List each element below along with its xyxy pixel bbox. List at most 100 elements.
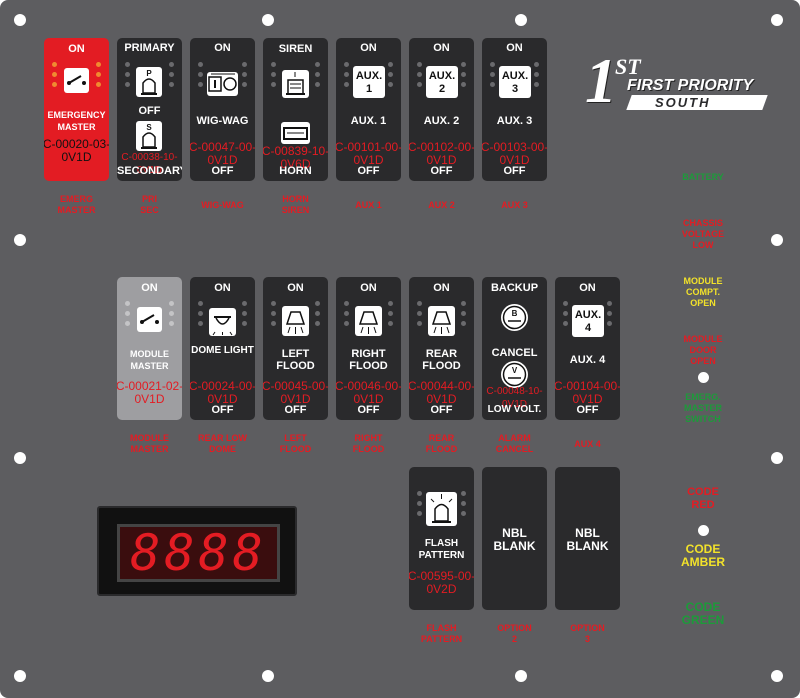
indicator-chassis-voltage-low: CHASSIS VOLTAGE LOW [681,218,725,250]
code-lamp [698,525,709,536]
module-master-switch[interactable]: ON MODULE MASTER C-00021-02-0V1D [117,277,182,420]
switch-name-label: AUX. 3 [496,115,533,127]
rear-flood-switch[interactable]: ON REAR FLOOD C-00044-00-0V1D OFF [409,277,474,420]
aux-2-switch[interactable]: ON AUX. 2 AUX. 2 C-00102-00-0V1D OFF [409,38,474,181]
emergency-master-switch[interactable]: ON EMERGENCY MASTER C-00020-03-0V1D [44,38,109,181]
right-flood-switch[interactable]: ON RIGHT FLOOD C-00046-00-0V1D OFF [336,277,401,420]
brand-one: 1 [585,45,617,116]
switch-bottom-label: OFF [211,165,234,177]
brand-line-1: FIRST PRIORITY [627,77,754,94]
switch-bottom-label: HORN [279,165,312,177]
switch-top-label: ON [360,282,377,294]
siren-icon [282,70,309,98]
switch-bottom-label: OFF [357,165,380,177]
switch-bottom-label: OFF [576,404,599,416]
switch-mid-label: OFF [138,105,161,117]
aux-badge-number: 3 [511,83,519,95]
switch-label-1: REAR [425,348,458,360]
mount-hole [771,670,783,682]
switch-bottom-label: OFF [503,165,526,177]
blank-switch-option-2: NBL BLANK [482,467,547,610]
aux-badge: AUX. 3 [499,66,531,98]
mount-hole [14,670,26,682]
part-number: C-00103-00-0V1D [482,140,547,167]
mount-hole [14,14,26,26]
switch-top-label: ON [360,42,377,54]
part-number: C-00101-00-0V1D [336,140,401,167]
switch-label-1: FLASH [424,538,459,549]
flood-light-icon [428,306,455,336]
aux-1-switch[interactable]: ON AUX. 1 AUX. 1 C-00101-00-0V1D OFF [336,38,401,181]
part-number: C-00047-00-0V1D [190,140,255,167]
digital-display-bezel: 8888 [97,506,297,596]
mount-hole [771,234,783,246]
dome-light-switch[interactable]: ON DOME LIGHT C-00024-00-0V1D OFF [190,277,255,420]
switch-label-1: CANCEL [491,347,538,359]
switch-bottom-label: SECONDARY [117,165,182,177]
part-number: C-00045-00-0V1D [263,379,328,406]
flash-pattern-switch[interactable]: FLASH PATTERN C-00595-00-0V2D [409,467,474,610]
wig-wag-icon [207,72,238,96]
switch-top-label: BACKUP [490,282,539,294]
siren-horn-switch[interactable]: SIREN C-00839-10-0V6D HORN [263,38,328,181]
switch-label-1: DOME LIGHT [191,345,254,356]
switch-name-label: AUX. 4 [569,354,606,366]
left-flood-switch[interactable]: ON LEFT FLOOD C-00045-00-0V1D OFF [263,277,328,420]
switch-bottom-label: OFF [430,404,453,416]
mount-hole [515,14,527,26]
aux-4-switch[interactable]: ON AUX. 4 AUX. 4 C-00104-00-0V1D OFF [555,277,620,420]
switch-name-label: AUX. 2 [423,115,460,127]
panel-label-aux-4: AUX 4 [574,439,601,449]
switch-label-2: FLOOD [422,360,461,372]
switch-label-1: LEFT [281,348,310,360]
panel-label-wig-wag: WIG-WAG [201,200,244,210]
svg-text:S: S [146,123,152,132]
indicator-text: BATTERY [682,172,724,182]
blank-label-1: NBL [575,526,600,540]
horn-icon [281,122,310,144]
brand-logo: 1 ST FIRST PRIORITY SOUTH [585,46,775,122]
switch-top-label: ON [579,282,596,294]
blank-label-1: NBL [502,526,527,540]
aux-badge: AUX. 4 [572,305,604,337]
beacon-icon [426,492,457,526]
mount-hole [771,452,783,464]
aux-3-switch[interactable]: ON AUX. 3 AUX. 3 C-00103-00-0V1D OFF [482,38,547,181]
switch-label-1: EMERGENCY [47,110,106,120]
blank-switch-option-3: NBL BLANK [555,467,620,610]
switch-top-label: ON [287,282,304,294]
wig-wag-switch[interactable]: ON WIG-WAG C-00047-00-0V1D OFF [190,38,255,181]
part-number: C-00048-10-0V1D [486,386,543,410]
aux-badge-number: 1 [365,83,373,95]
blank-label-2: BLANK [566,539,609,553]
aux-badge-text: AUX. [574,309,602,321]
mount-hole [515,670,527,682]
indicator-emerg-master-switch: EMERG. MASTER SWITCH [684,392,722,424]
secondary-beacon-icon: S [136,121,162,151]
part-number: C-00839-10-0V6D [263,144,328,171]
mount-hole [14,452,26,464]
switch-top-label: ON [214,42,231,54]
switch-bottom-label: OFF [357,404,380,416]
switch-bottom-label: OFF [430,165,453,177]
primary-secondary-switch[interactable]: PRIMARY P OFF S C-00038-10-0V1D SECONDAR… [117,38,182,181]
backup-alarm-icon: B [501,304,528,331]
aux-badge: AUX. 2 [426,66,458,98]
part-number: C-00595-00-0V2D [409,569,474,596]
switch-top-label: ON [433,282,450,294]
svg-text:P: P [146,69,152,78]
switch-mid-label: WIG-WAG [196,115,249,127]
switch-bottom-label: OFF [284,404,307,416]
switch-bottom-label: LOW VOLT. [487,404,542,415]
blank-label-2: BLANK [493,539,536,553]
backup-cancel-switch[interactable]: BACKUP B CANCEL V C-00048-10-0V1D LOW VO… [482,277,547,420]
part-number: C-00046-00-0V1D [336,379,401,406]
